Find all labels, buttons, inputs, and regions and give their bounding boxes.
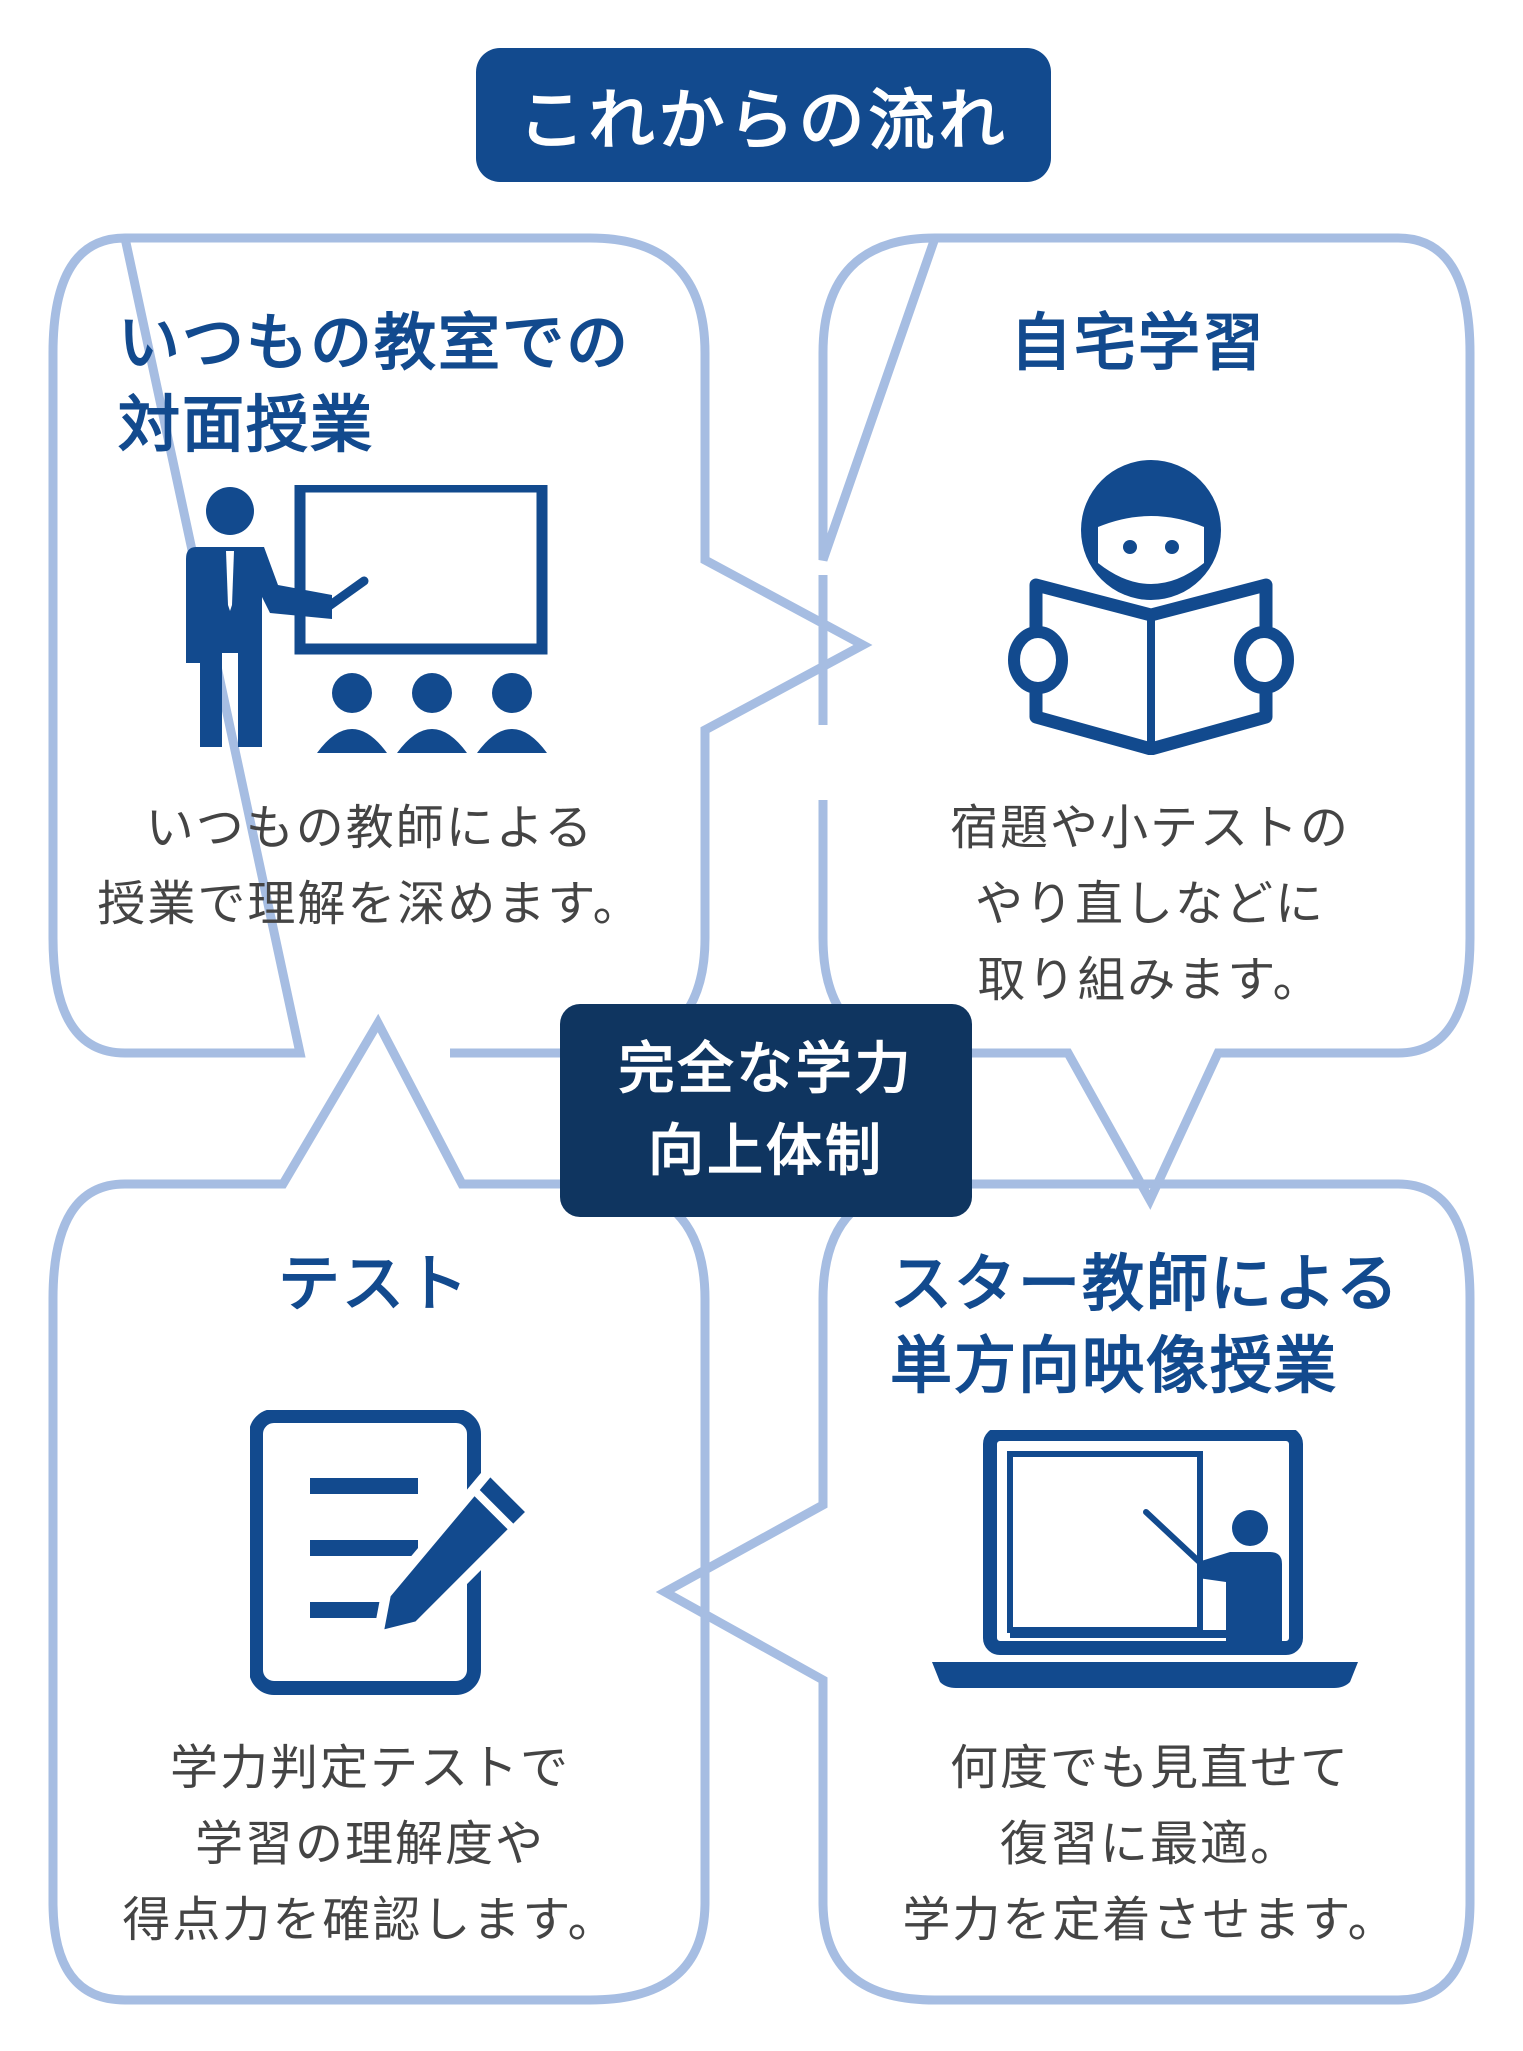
page-title: これからの流れ (476, 48, 1051, 182)
video-description: 何度でも見直せて 復習に最適。 学力を定着させます。 (902, 1740, 1398, 1948)
classroom-description: いつもの教師による 授業で理解を深めます。 (97, 800, 643, 932)
home-heading: 自宅学習 (1010, 306, 1267, 379)
video-heading: スター教師による 単方向映像授業 (890, 1247, 1401, 1402)
center-badge: 完全な学力 向上体制 (560, 1004, 972, 1217)
test-description: 学力判定テストで 学習の理解度や 得点力を確認します。 (122, 1740, 618, 1948)
laptop-lecture-icon (932, 1430, 1358, 1688)
bubble-video (655, 1179, 1475, 2005)
home-description: 宿題や小テストの やり直しなどに 取り組みます。 (949, 800, 1350, 1008)
test-document-icon (250, 1410, 537, 1695)
teacher-at-whiteboard-icon (186, 485, 548, 753)
person-reading-icon (1008, 460, 1294, 755)
test-heading: テスト (278, 1247, 471, 1320)
classroom-heading: いつもの教室での 対面授業 (118, 306, 631, 461)
